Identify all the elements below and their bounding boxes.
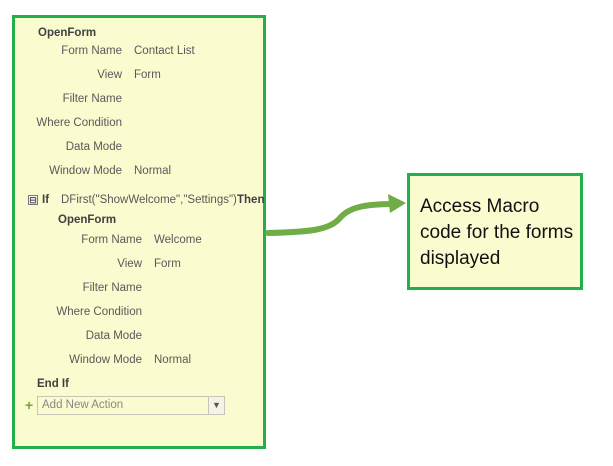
end-if-keyword: End If [37,378,69,390]
view-label-1: View [97,69,122,81]
form-name-label-1: Form Name [61,45,122,57]
view-value-2[interactable]: Form [154,258,181,270]
then-keyword: Then [237,194,265,206]
if-keyword: If [42,194,50,206]
window-mode-label-2: Window Mode [69,354,142,366]
window-mode-label-1: Window Mode [49,165,122,177]
arrow-head [388,194,406,213]
view-value-1[interactable]: Form [134,69,161,81]
if-condition[interactable]: DFirst("ShowWelcome","Settings") [61,194,237,206]
filter-name-label-2: Filter Name [82,282,142,294]
view-label-2: View [117,258,142,270]
window-mode-value-1[interactable]: Normal [134,165,172,177]
openform-action-1[interactable]: OpenForm [38,27,97,39]
macro-panel [12,15,266,449]
where-condition-label-1: Where Condition [36,117,122,129]
form-name-value-1[interactable]: Contact List [134,45,195,57]
chevron-down-icon[interactable]: ▼ [208,397,224,414]
window-mode-value-2[interactable]: Normal [154,354,192,366]
filter-name-label-1: Filter Name [62,93,122,105]
form-name-label-2: Form Name [81,234,142,246]
add-new-action-dropdown[interactable]: Add New Action ▼ [37,396,225,415]
where-condition-label-2: Where Condition [56,306,142,318]
collapse-icon[interactable]: ⊟ [28,195,38,205]
add-new-action-placeholder: Add New Action [42,399,124,411]
arrow-curve [265,201,395,236]
callout-box: Access Macro code for the forms displaye… [407,173,583,290]
openform-action-2[interactable]: OpenForm [58,214,117,226]
form-name-value-2[interactable]: Welcome [154,234,202,246]
data-mode-label-1: Data Mode [65,141,122,153]
data-mode-label-2: Data Mode [85,330,142,342]
callout-text: Access Macro code for the forms displaye… [420,196,574,269]
add-icon[interactable]: + [25,397,34,413]
